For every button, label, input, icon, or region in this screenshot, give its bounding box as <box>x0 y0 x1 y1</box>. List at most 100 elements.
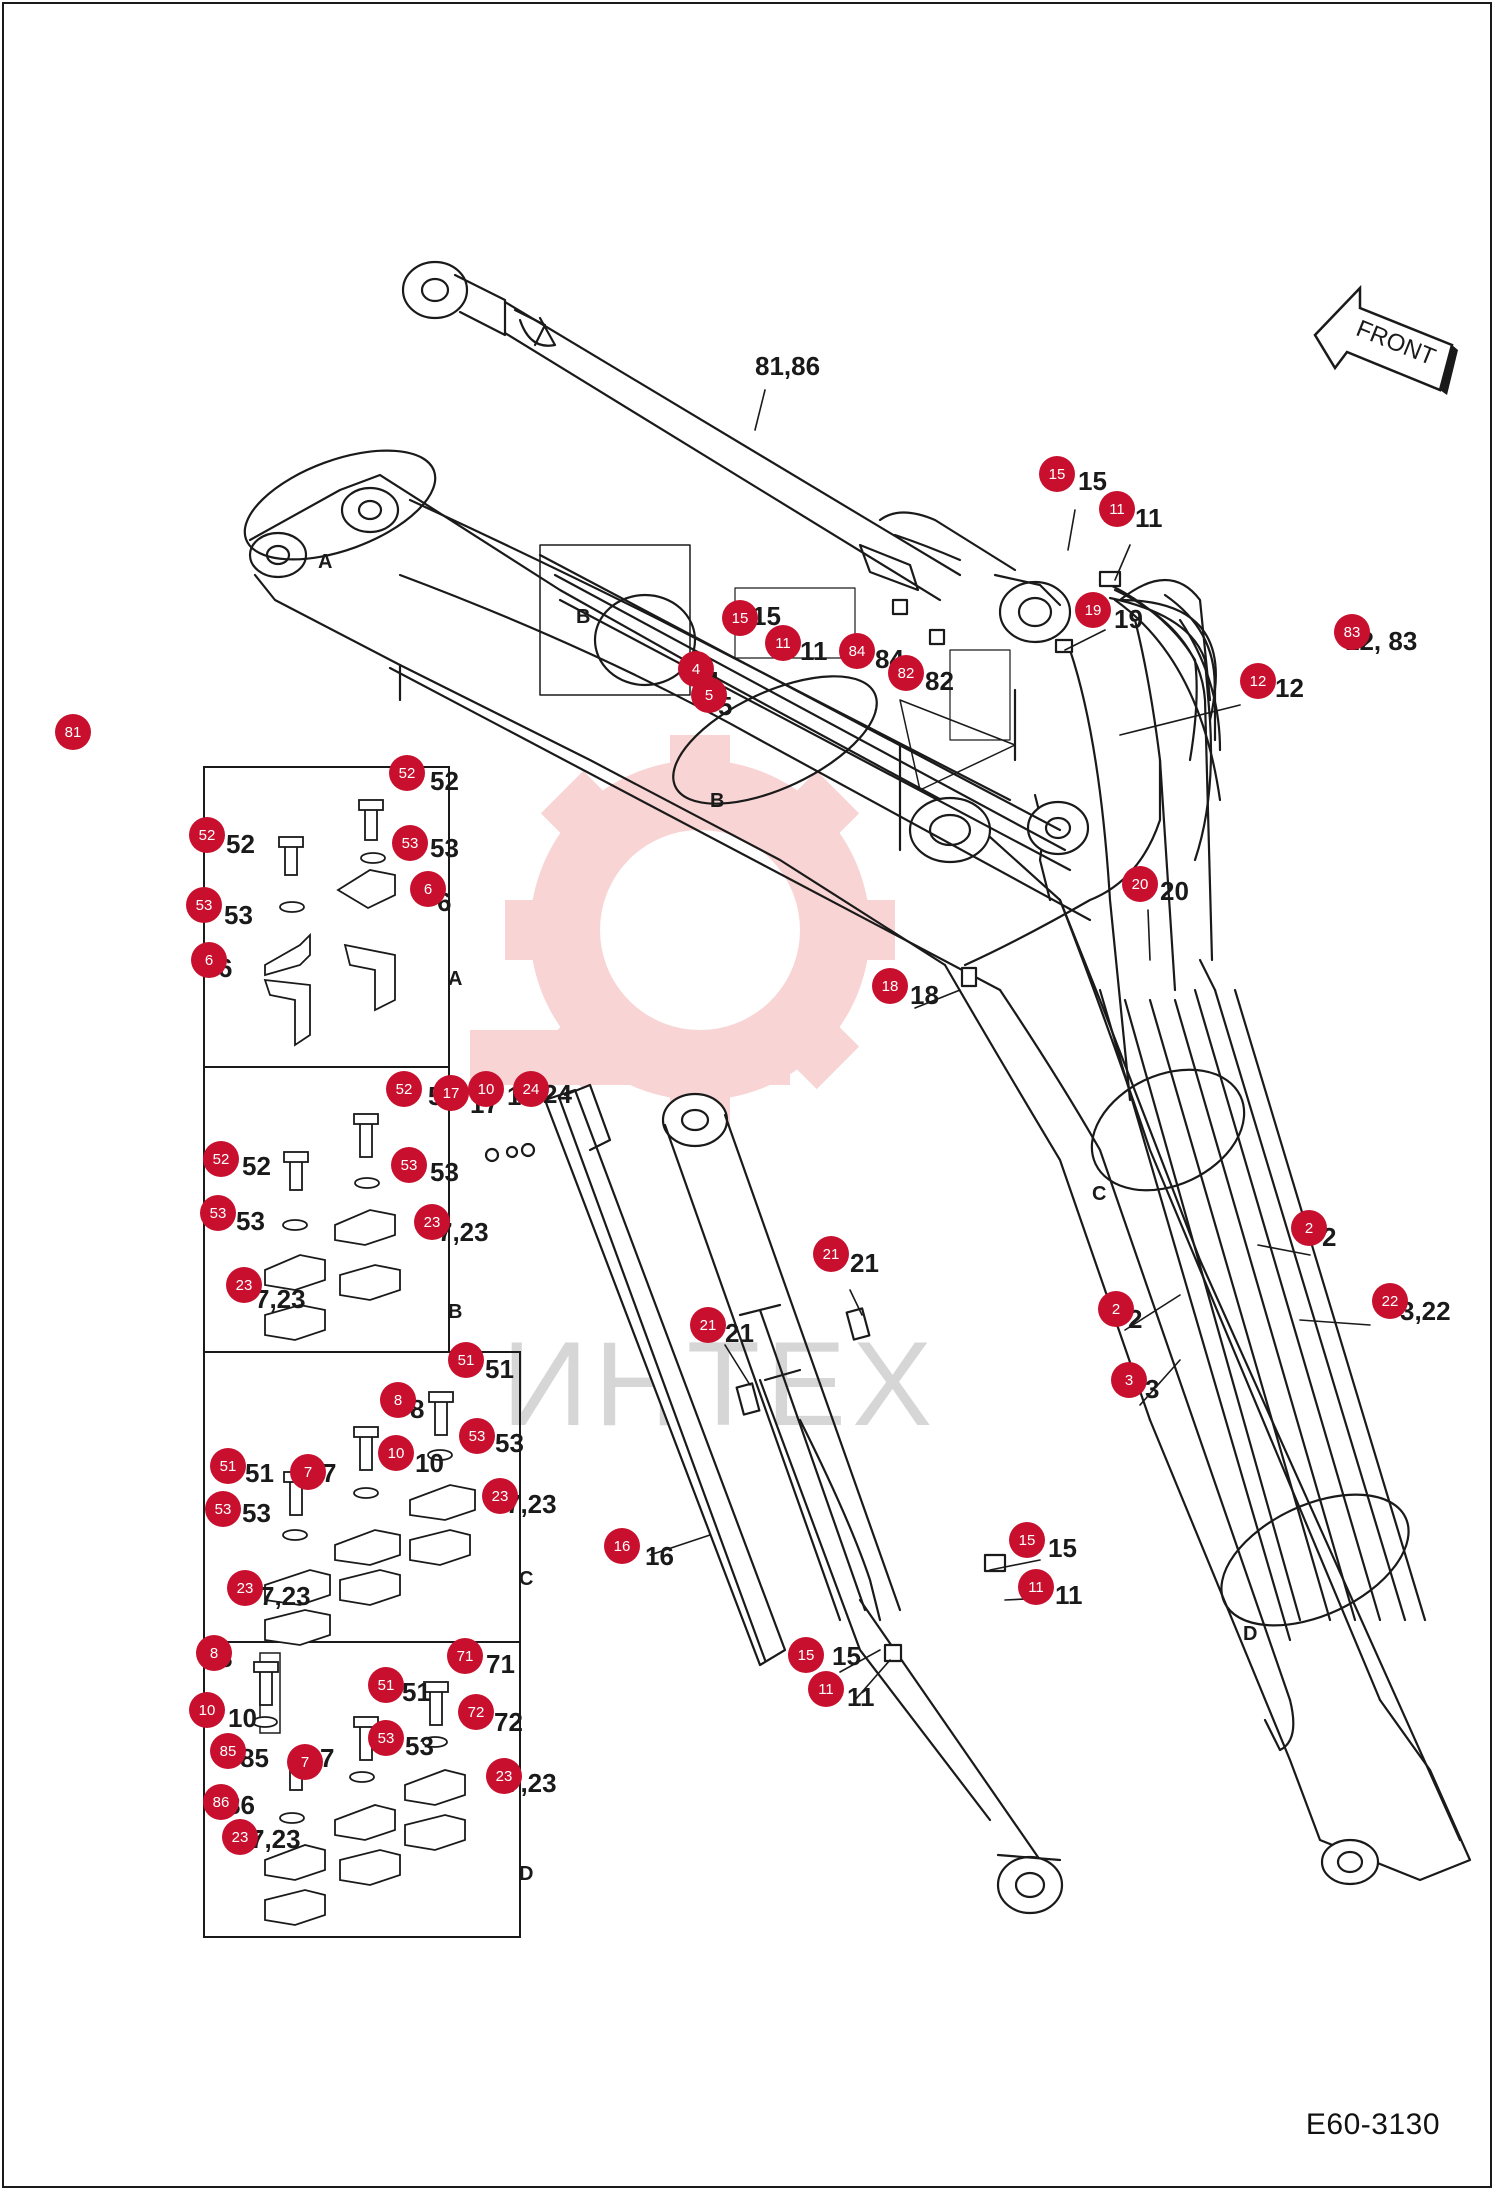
callout-cC-7: 7 <box>322 1458 336 1488</box>
bubble-label: 15 <box>798 1647 815 1664</box>
part-bubble-b18[interactable]: 18 <box>872 968 908 1004</box>
bubble-circle <box>380 1382 416 1418</box>
part-bubble-b23-D1[interactable]: 23 <box>486 1758 522 1794</box>
callout-cD-723b: 7,23 <box>250 1824 301 1854</box>
part-bubble-b11-mid[interactable]: 11 <box>765 625 801 661</box>
part-bubble-b53-A2[interactable]: 53 <box>186 887 222 923</box>
part-bubble-b21-a[interactable]: 21 <box>813 1236 849 1272</box>
bubble-circle <box>808 1671 844 1707</box>
part-bubble-b23-C1[interactable]: 23 <box>482 1478 518 1514</box>
bubble-label: 24 <box>523 1081 540 1098</box>
bubble-label: 23 <box>424 1214 441 1231</box>
bubble-label: 15 <box>732 610 749 627</box>
part-bubble-b83[interactable]: 83 <box>1334 614 1370 650</box>
part-bubble-b11-top[interactable]: 11 <box>1099 491 1135 527</box>
callout-cD-10: 10 <box>228 1703 257 1733</box>
part-bubble-b19[interactable]: 19 <box>1075 592 1111 628</box>
part-bubble-b22[interactable]: 22 <box>1372 1283 1408 1319</box>
part-bubble-b23-C2[interactable]: 23 <box>227 1570 263 1606</box>
part-bubble-b82[interactable]: 82 <box>888 655 924 691</box>
part-bubble-b3[interactable]: 3 <box>1111 1362 1147 1398</box>
detail-letter-lD: D <box>1243 1623 1257 1645</box>
bubble-label: 81 <box>65 724 82 741</box>
bubble-circle <box>186 887 222 923</box>
part-bubble-b15-low[interactable]: 15 <box>1009 1522 1045 1558</box>
bubble-label: 11 <box>775 635 791 652</box>
part-bubble-b52-A1[interactable]: 52 <box>389 755 425 791</box>
part-bubble-b53-B2[interactable]: 53 <box>200 1195 236 1231</box>
part-bubble-b8-C[interactable]: 8 <box>380 1382 416 1418</box>
part-bubble-b53-D[interactable]: 53 <box>368 1720 404 1756</box>
bubble-label: 72 <box>468 1704 485 1721</box>
part-bubble-b51-D[interactable]: 51 <box>368 1667 404 1703</box>
bubble-label: 53 <box>469 1428 486 1445</box>
part-bubble-b51-C1[interactable]: 51 <box>448 1342 484 1378</box>
part-bubble-b10-C[interactable]: 10 <box>378 1435 414 1471</box>
callout-cA-53b: 53 <box>224 900 253 930</box>
bubble-circle <box>386 1071 422 1107</box>
bubble-circle <box>1009 1522 1045 1558</box>
callout-c16: 16 <box>645 1541 674 1571</box>
part-bubble-b53-B1[interactable]: 53 <box>391 1147 427 1183</box>
part-bubble-b6-A2[interactable]: 6 <box>191 942 227 978</box>
part-bubble-b5[interactable]: 5 <box>691 677 727 713</box>
part-bubble-b17[interactable]: 17 <box>433 1075 469 1111</box>
part-bubble-b21-b[interactable]: 21 <box>690 1307 726 1343</box>
part-bubble-b52-B2[interactable]: 52 <box>203 1141 239 1177</box>
part-bubble-b15-bot[interactable]: 15 <box>788 1637 824 1673</box>
bubble-circle <box>433 1075 469 1111</box>
part-bubble-b10-top[interactable]: 10 <box>468 1071 504 1107</box>
callout-c11-bot: 11 <box>847 1682 875 1712</box>
bubble-circle <box>389 755 425 791</box>
part-bubble-b11-low[interactable]: 11 <box>1018 1569 1054 1605</box>
bubble-circle <box>486 1758 522 1794</box>
bubble-label: 53 <box>402 835 419 852</box>
bubble-circle <box>888 655 924 691</box>
bubble-label: 51 <box>220 1458 237 1475</box>
part-bubble-b84[interactable]: 84 <box>839 633 875 669</box>
part-bubble-b51-C2[interactable]: 51 <box>210 1448 246 1484</box>
part-bubble-b24[interactable]: 24 <box>513 1071 549 1107</box>
part-bubble-b53-A1[interactable]: 53 <box>392 825 428 861</box>
detail-letter-lB1: B <box>576 606 590 628</box>
dipper-arm <box>998 898 1472 1886</box>
part-bubble-b10-D[interactable]: 10 <box>189 1692 225 1728</box>
bubble-label: 11 <box>818 1681 834 1698</box>
bubble-circle <box>872 968 908 1004</box>
callout-c20: 20 <box>1160 876 1189 906</box>
part-bubble-b53-C1[interactable]: 53 <box>459 1418 495 1454</box>
part-bubble-b7-C[interactable]: 7 <box>290 1454 326 1490</box>
part-bubble-b7-D[interactable]: 7 <box>287 1744 323 1780</box>
bubble-label: 17 <box>443 1085 460 1102</box>
part-bubble-b81[interactable]: 81 <box>55 714 91 750</box>
part-bubble-b52-A2[interactable]: 52 <box>189 817 225 853</box>
part-bubble-b8-D[interactable]: 8 <box>196 1635 232 1671</box>
part-bubble-b15-mid[interactable]: 15 <box>722 600 758 636</box>
bubble-label: 2 <box>1112 1301 1120 1318</box>
bubble-label: 12 <box>1250 673 1267 690</box>
bubble-circle <box>604 1528 640 1564</box>
callout-c15-low: 15 <box>1048 1533 1077 1563</box>
part-bubble-b71-D[interactable]: 71 <box>447 1638 483 1674</box>
part-bubble-b72-D[interactable]: 72 <box>458 1694 494 1730</box>
part-bubble-b16[interactable]: 16 <box>604 1528 640 1564</box>
part-bubble-b12[interactable]: 12 <box>1240 663 1276 699</box>
part-bubble-b2-a[interactable]: 2 <box>1291 1210 1327 1246</box>
callout-cD-7: 7 <box>320 1743 334 1773</box>
part-bubble-b52-B1[interactable]: 52 <box>386 1071 422 1107</box>
part-bubble-b20[interactable]: 20 <box>1122 866 1158 902</box>
part-bubble-b86-D[interactable]: 86 <box>203 1784 239 1820</box>
callout-cD-53: 53 <box>405 1731 434 1761</box>
part-bubble-b15-top[interactable]: 15 <box>1039 456 1075 492</box>
part-bubble-b23-B2[interactable]: 23 <box>226 1267 262 1303</box>
part-bubble-b53-C2[interactable]: 53 <box>205 1491 241 1527</box>
bubble-label: 83 <box>1344 624 1361 641</box>
part-bubble-b85-D[interactable]: 85 <box>210 1733 246 1769</box>
part-bubble-b6-A1[interactable]: 6 <box>410 871 446 907</box>
part-bubble-b23-B1[interactable]: 23 <box>414 1204 450 1240</box>
part-bubble-b11-bot[interactable]: 11 <box>808 1671 844 1707</box>
bubble-circle <box>813 1236 849 1272</box>
part-bubble-b2-b[interactable]: 2 <box>1098 1291 1134 1327</box>
part-bubble-b23-D2[interactable]: 23 <box>222 1819 258 1855</box>
